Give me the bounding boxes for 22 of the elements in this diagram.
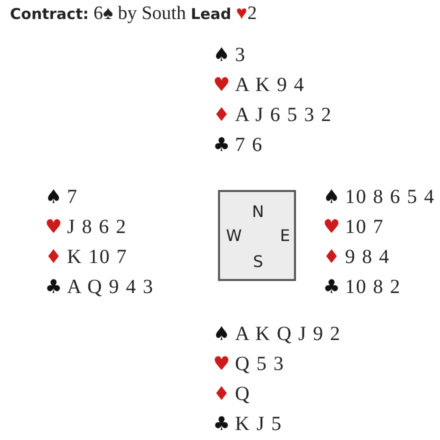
east-hand-line: ♥ 10 7 xyxy=(323,216,384,239)
east-hand-line: ♠ 10 8 6 5 4 xyxy=(323,186,436,209)
east-hand-line: ♣ 10 8 2 xyxy=(323,276,402,299)
south-label: S xyxy=(253,252,264,271)
south-hand-line: ♦ Q xyxy=(213,383,250,406)
south-hand-line: ♥ Q 5 3 xyxy=(213,353,284,376)
north-hand-line: ♠ 3 xyxy=(213,44,246,67)
west-hand-line: ♣ A Q 9 4 3 xyxy=(45,276,154,299)
east-hand-line: ♦ 9 8 4 xyxy=(323,246,390,269)
north-hand-line: ♣ 7 6 xyxy=(213,134,264,157)
west-hand-line: ♦ K 10 7 xyxy=(45,246,128,269)
compass-box xyxy=(218,190,296,281)
west-label: W xyxy=(226,226,242,245)
south-hand-line: ♣ K J 5 xyxy=(213,413,282,436)
east-label: E xyxy=(280,226,290,245)
contract-heading: Contract: 6♠ by South Lead ♥2 xyxy=(10,3,257,25)
south-hand-line: ♠ A K Q J 9 2 xyxy=(213,323,342,346)
north-label: N xyxy=(252,202,264,221)
north-hand-line: ♦ A J 6 5 3 2 xyxy=(213,104,332,127)
west-hand-line: ♠ 7 xyxy=(45,186,78,209)
north-hand-line: ♥ A K 9 4 xyxy=(213,74,305,97)
west-hand-line: ♥ J 8 6 2 xyxy=(45,216,127,239)
